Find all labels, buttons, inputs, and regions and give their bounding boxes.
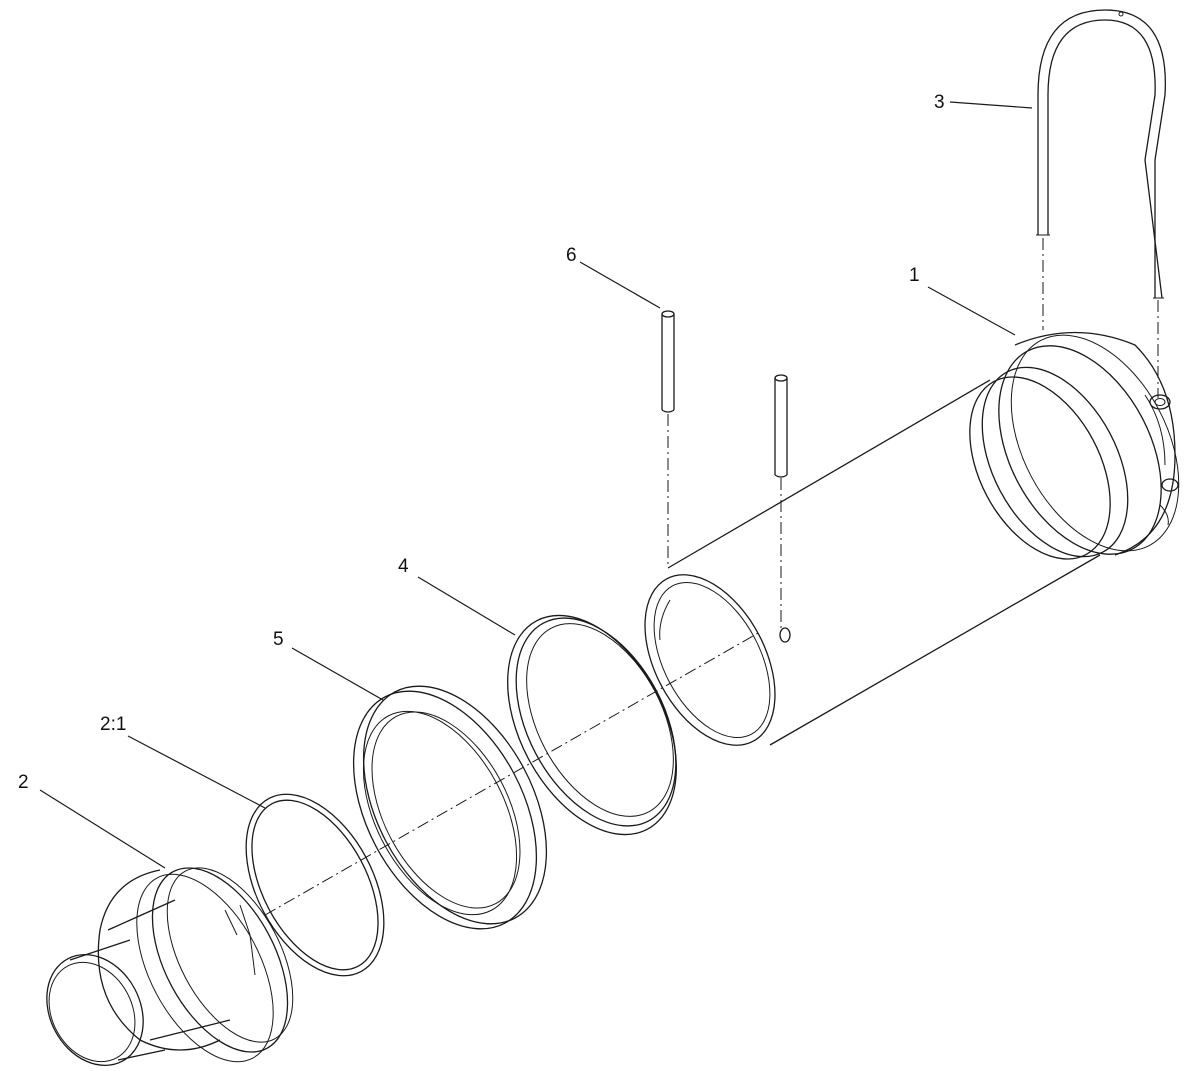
leader-3 (949, 101, 1033, 109)
callout-6: 6 (566, 245, 577, 266)
leader-2-1 (127, 735, 266, 809)
callout-2-1: 2:1 (100, 714, 127, 735)
leader-6 (579, 261, 661, 309)
callout-2: 2 (18, 772, 29, 793)
part-2-1-o-ring (245, 793, 385, 977)
leader-1 (927, 286, 1016, 336)
leader-4 (417, 576, 516, 636)
callout-3: 3 (934, 92, 945, 113)
part-1-tube-body (644, 331, 1180, 746)
part-6-roll-pin-upper (661, 310, 675, 413)
part-3-bail-handle (1036, 9, 1166, 299)
part-5-bushing-ring (352, 685, 548, 930)
callout-1: 1 (909, 265, 920, 286)
assembly-axis-line (264, 631, 761, 916)
leader-2 (39, 789, 166, 869)
part-2-end-fitting (46, 867, 294, 1067)
part-4-seal-ring (507, 614, 677, 836)
part-6-roll-pin-lower (774, 374, 788, 478)
callout-4: 4 (398, 556, 409, 577)
leader-5 (291, 647, 384, 701)
callout-5: 5 (273, 629, 284, 650)
